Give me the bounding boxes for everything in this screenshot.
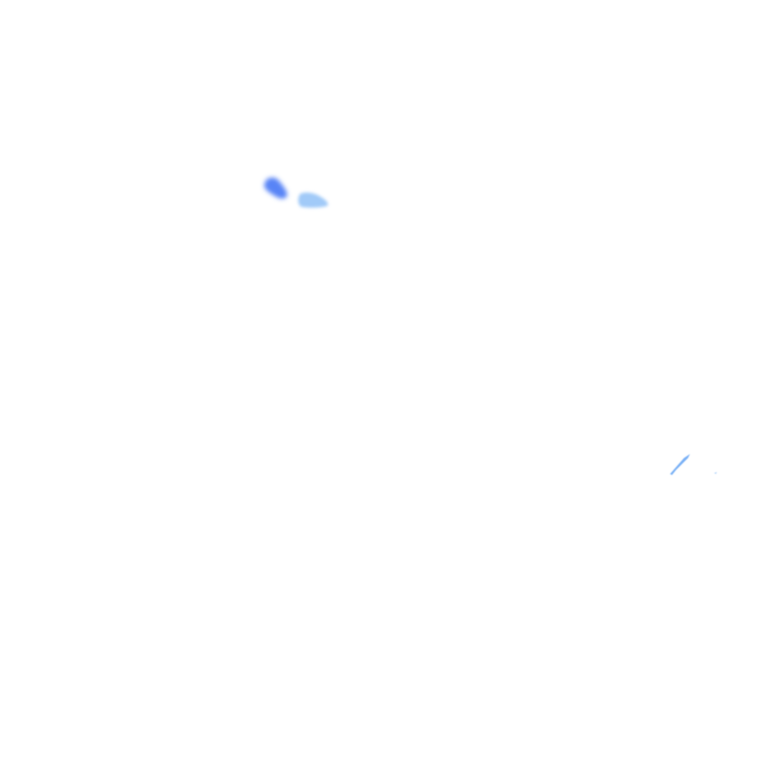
region-streak — [670, 454, 717, 475]
region-blob-light — [298, 192, 329, 208]
region-blob-dark — [264, 177, 288, 199]
